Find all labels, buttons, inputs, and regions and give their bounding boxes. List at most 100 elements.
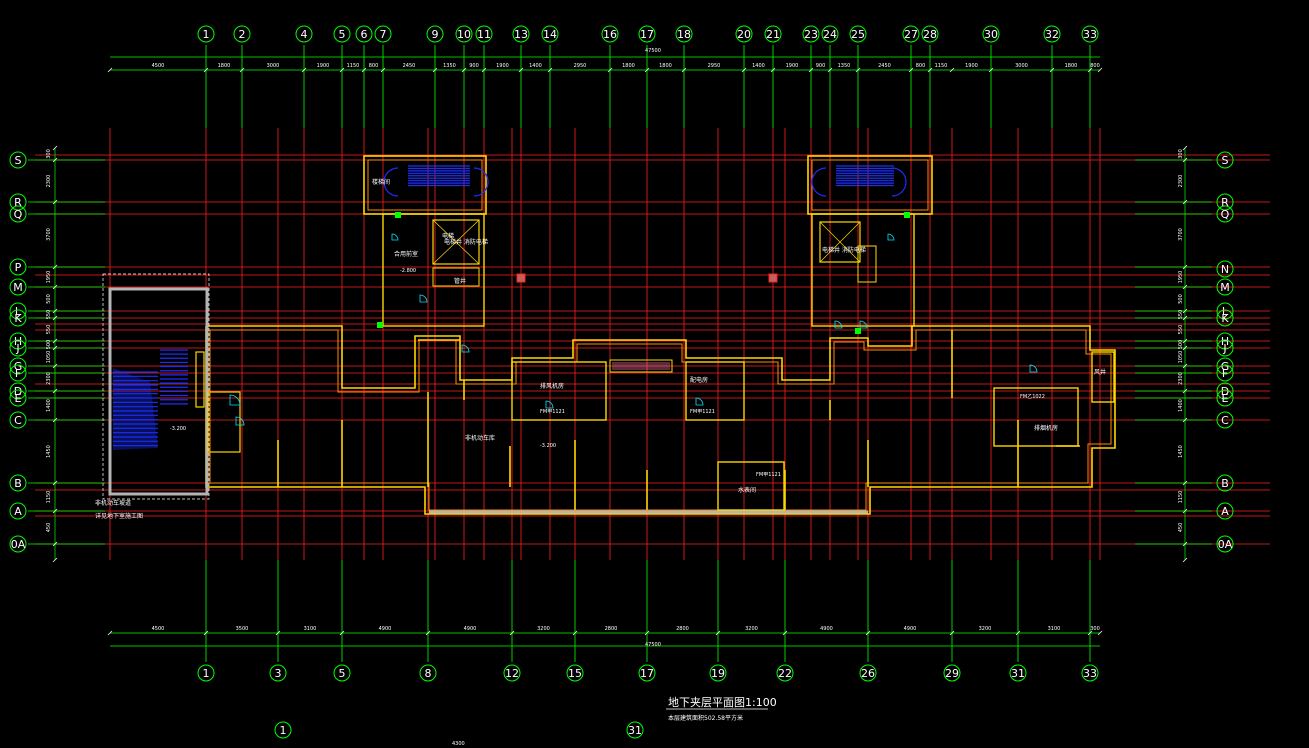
- room-label-main-hall: 非机动车库: [465, 434, 495, 442]
- axis-bubble-top-4-circle: [295, 25, 313, 43]
- room-wind: [1091, 351, 1115, 403]
- marker-green-3: [855, 328, 861, 334]
- tick-bot-11: [949, 630, 955, 636]
- axis-bubble-top-24-circle: [821, 25, 839, 43]
- tick-left-2: [52, 199, 58, 205]
- tick-top-6: [380, 67, 386, 73]
- axis-bubble-right-D-label: D: [1221, 385, 1229, 398]
- axis-bubble-bottom-1-label: 1: [203, 667, 210, 680]
- column-marker-0: [516, 273, 526, 283]
- axis-bubble-top-21-label: 21: [766, 28, 780, 41]
- tick-top-16: [770, 67, 776, 73]
- dim-top-14: 2950: [708, 63, 721, 69]
- tick-right-14: [1182, 541, 1188, 547]
- axis-bubble-right-K-circle: [1216, 309, 1234, 327]
- axis-bubble-top-18-label: 18: [677, 28, 691, 41]
- dim-bottom-9: 4900: [820, 626, 833, 632]
- dim-top-22: 1900: [965, 63, 978, 69]
- axis-bubble-right-L-label: L: [1222, 305, 1229, 318]
- tick-top-10: [518, 67, 524, 73]
- bottom-fragment-dim: 4300: [452, 741, 465, 747]
- axis-bubble-top-25-circle: [849, 25, 867, 43]
- dim-top-18: 1350: [838, 63, 851, 69]
- tick-top-26: [1097, 67, 1103, 73]
- dim-top-10: 1400: [529, 63, 542, 69]
- tick-bot-4: [425, 630, 431, 636]
- axis-bubble-right-S-circle: [1216, 151, 1234, 169]
- room-label-note-2: 详见地下室施工图: [95, 512, 143, 520]
- marker-green-1: [904, 212, 910, 218]
- axis-bubble-right-G-circle: [1216, 357, 1234, 375]
- tick-bot-3: [339, 630, 345, 636]
- tick-right-0: [1182, 145, 1188, 151]
- dim-top-15: 1400: [752, 63, 765, 69]
- tick-right-6: [1182, 315, 1188, 321]
- overall-dimension-top: 47500: [645, 48, 661, 54]
- tick-top-8: [461, 67, 467, 73]
- tick-top-3: [301, 67, 307, 73]
- dim-left-11: 1450: [46, 445, 52, 458]
- room-elec: [685, 361, 745, 421]
- dim-top-20: 800: [916, 63, 926, 69]
- axis-bubble-bottom-1-circle: [197, 664, 215, 682]
- axis-bubble-left-K-label: K: [14, 312, 22, 325]
- tick-bot-0: [107, 630, 113, 636]
- axis-bubble-right-J-circle: [1216, 339, 1234, 357]
- axis-bubble-left-L-circle: [9, 302, 27, 320]
- axis-bubble-bottom-8-circle: [419, 664, 437, 682]
- axis-bubble-bottom-3-label: 3: [275, 667, 282, 680]
- stair-left-curve-a: [383, 167, 399, 197]
- room-fan: [511, 361, 607, 421]
- tick-right-5: [1182, 308, 1188, 314]
- tick-left-1: [52, 157, 58, 163]
- ramp-stair-fill: [113, 368, 158, 450]
- dim-left-4: 500: [46, 294, 52, 304]
- axis-bubble-left-F-circle: [9, 364, 27, 382]
- room-label-wind-well: 风井: [1094, 368, 1106, 376]
- stair-hatching: [113, 165, 907, 450]
- axis-bubble-right-0A-circle: [1216, 535, 1234, 553]
- tick-bot-8: [715, 630, 721, 636]
- tick-right-9: [1182, 363, 1188, 369]
- dim-bottom-11: 3200: [979, 626, 992, 632]
- tick-top-7: [432, 67, 438, 73]
- room-label-fan-room: 排风机房: [540, 382, 564, 390]
- tick-right-2: [1182, 199, 1188, 205]
- dim-top-9: 1900: [496, 63, 509, 69]
- axis-bubble-right-Q-label: Q: [1221, 208, 1230, 221]
- dim-top-16: 1900: [786, 63, 799, 69]
- dim-left-5: 550: [46, 310, 52, 320]
- axis-bubble-extra-b-label: 31: [628, 724, 642, 737]
- axis-bubble-bottom-31-circle: [1009, 664, 1027, 682]
- tick-bot-5: [509, 630, 515, 636]
- tick-top-4: [339, 67, 345, 73]
- room-labels: 楼梯间管井电梯合用前室排风机房非机动车库配电房水表间排烟机房风井非机动车坡道详见…: [95, 178, 1106, 520]
- door-7: [834, 320, 843, 329]
- dim-top-5: 800: [369, 63, 379, 69]
- axis-bubble-left-B-label: B: [14, 477, 22, 490]
- wall-outlines: [102, 155, 1116, 515]
- tick-right-8: [1182, 345, 1188, 351]
- axis-bubble-right-H-label: H: [1221, 335, 1229, 348]
- tick-top-24: [1049, 67, 1055, 73]
- elevator-left: [432, 219, 480, 265]
- stair-right-curve-a: [811, 167, 827, 197]
- dim-top-4: 1150: [347, 63, 360, 69]
- tick-top-23: [988, 67, 994, 73]
- room-wind-center-fill: [612, 362, 670, 370]
- axis-bubble-extra-b-circle: [626, 721, 644, 739]
- tag-door_fm-2: FM甲1121: [756, 472, 781, 478]
- axis-bubble-right-C-circle: [1216, 411, 1234, 429]
- axis-bubble-top-7-circle: [374, 25, 392, 43]
- axis-bubble-top-1-circle: [197, 25, 215, 43]
- axis-bubble-top-5-circle: [333, 25, 351, 43]
- axis-bubble-left-D-circle: [9, 382, 27, 400]
- axis-bubble-left-R-circle: [9, 193, 27, 211]
- door-6: [1029, 364, 1038, 373]
- axis-bubble-left-0A-label: 0A: [11, 538, 26, 551]
- tick-right-13: [1182, 508, 1188, 514]
- room-wind-center: [609, 359, 673, 373]
- tick-bot-7: [644, 630, 650, 636]
- tick-left-6: [52, 315, 58, 321]
- dim-top-13: 1800: [659, 63, 672, 69]
